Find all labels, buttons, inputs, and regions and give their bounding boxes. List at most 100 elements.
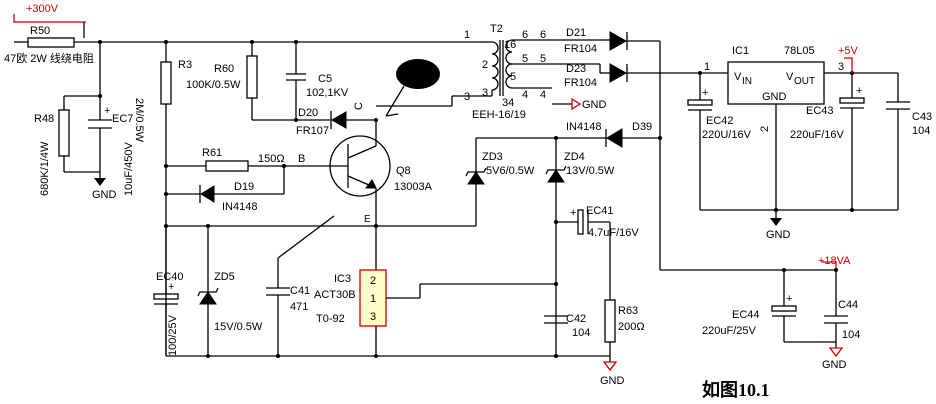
supply-300v-label: +300V — [26, 3, 59, 15]
gnd-18va-label: GND — [822, 359, 847, 371]
t2-pin-6a: 6 — [522, 29, 528, 41]
r61-value: 150Ω — [258, 153, 285, 165]
ic1-part: 78L05 — [784, 45, 815, 57]
t2-pin-1: 1 — [464, 29, 470, 41]
figure-caption: 如图10.1 — [702, 379, 770, 400]
capacitor-c42: C42 104 — [544, 313, 590, 339]
resistor-r60: R60 100K/0.5W — [186, 42, 330, 121]
c42-value: 104 — [572, 327, 590, 339]
t2-pin-5c: 5 — [540, 53, 546, 65]
ec40-label: EC40 — [156, 271, 184, 283]
t2-pin-5: 5 — [510, 71, 516, 83]
c5-value: 102,1KV — [306, 87, 349, 99]
ic3-package: T0-92 — [316, 313, 345, 325]
ec42-label: EC42 — [706, 115, 734, 127]
ec7-value: 10uF/450V — [123, 142, 135, 196]
ec43-plus: + — [856, 85, 862, 97]
d19-value: IN4148 — [222, 201, 257, 213]
c44-value: 104 — [842, 329, 860, 341]
ec41-plus: + — [570, 207, 576, 219]
t2-pin-34: 34 — [502, 97, 514, 109]
ic3-pin1: 1 — [370, 293, 376, 305]
transformer-t2: 1 2 3 3 T2 16 5 34 6 6 5 5 4 4 EEH-16/19 — [376, 23, 600, 121]
diode-d21: D21 FR104 — [564, 27, 660, 55]
ic1-pin2: 2 — [759, 126, 771, 132]
t2-pin-3: 3 — [464, 91, 470, 103]
zd5-value: 15V/0.5W — [214, 321, 263, 333]
ic1-gnd: GND — [762, 91, 787, 103]
capacitor-ec43: + EC43 220uF/16V — [790, 73, 865, 210]
capacitor-ec7: + EC7 10uF/450V GND — [88, 96, 135, 201]
ec40-value: 100/25V — [167, 314, 179, 356]
ec40-plus: + — [168, 281, 174, 293]
node-e-label: E — [364, 214, 371, 225]
supply-18va-label: +18VA — [818, 255, 851, 267]
ec7-gnd-label: GND — [92, 189, 117, 201]
c42-label: C42 — [566, 313, 586, 325]
zd3-label: ZD3 — [482, 151, 503, 163]
zd5-label: ZD5 — [214, 271, 235, 283]
d20-value: FR107 — [296, 125, 329, 137]
t2-label: T2 — [490, 23, 503, 35]
t2-gnd-label: GND — [582, 99, 607, 111]
r60-label: R60 — [214, 63, 234, 75]
ic1-pin1: 1 — [704, 61, 710, 73]
capacitor-c44: C44 104 — [824, 270, 860, 342]
diode-d20: D20 FR107 — [296, 107, 376, 137]
ic1-label: IC1 — [732, 45, 749, 57]
ic3-act30b: IC3 ACT30B T0-92 2 1 3 — [314, 226, 556, 356]
transistor-q8: Q8 13003A — [329, 120, 433, 226]
r50-label: R50 — [30, 25, 50, 37]
ec43-label: EC43 — [806, 105, 834, 117]
zener-zd3: ZD3 5V6/0.5W — [465, 137, 556, 226]
diode-d23: D23 FR104 — [564, 63, 728, 89]
q8-label: Q8 — [396, 165, 411, 177]
supply-5v-label: +5V — [838, 45, 859, 57]
c5-label: C5 — [318, 73, 332, 85]
zd4-value: 13V/0.5W — [566, 165, 615, 177]
supply-18va: +18VA — [818, 255, 851, 270]
t2-pin-4b: 4 — [540, 89, 546, 101]
regulator-ic1: IC1 78L05 V IN V OUT GND 1 3 2 — [704, 45, 898, 210]
t2-pin-6b: 6 — [540, 29, 546, 41]
ec41-value: 4.7uF/16V — [588, 227, 639, 239]
d23-value: FR104 — [564, 77, 597, 89]
ic3-label: IC3 — [334, 273, 351, 285]
c41-value: 471 — [290, 301, 308, 313]
t2-pin-4a: 4 — [522, 89, 528, 101]
ic1-vin-sub: IN — [742, 76, 752, 87]
t2-pin-16: 16 — [504, 39, 516, 51]
t2-pin-5b: 5 — [522, 53, 528, 65]
r3-value: 2M/0.5W — [133, 98, 145, 143]
capacitor-ec40: + EC40 100/25V — [153, 226, 184, 356]
c44-label: C44 — [838, 299, 858, 311]
capacitor-c41: C41 471 — [266, 215, 335, 356]
node-b-label: B — [298, 153, 305, 165]
r60-value: 100K/0.5W — [186, 79, 241, 91]
t2-part: EEH-16/19 — [472, 109, 526, 121]
ec44-plus: + — [786, 293, 792, 305]
r63-label: R63 — [618, 305, 638, 317]
q8-value: 13003A — [394, 181, 433, 193]
resistor-r48: R48 680K/1/4W — [34, 42, 101, 196]
ec41-label: EC41 — [586, 205, 614, 217]
r63-value: 200Ω — [618, 321, 645, 333]
resistor-r50: R50 47欧 2W 线绕电阻 — [4, 22, 480, 65]
ec7-label: EC7 — [112, 113, 133, 125]
r50-value: 47欧 2W 线绕电阻 — [4, 51, 94, 65]
capacitor-ec41: + EC41 4.7uF/16V — [556, 205, 639, 300]
ec42-plus: + — [702, 87, 708, 99]
ic1-gnd-label: GND — [766, 229, 791, 241]
t2-pin-2: 2 — [482, 59, 488, 71]
diode-d19: D19 IN4148 — [166, 166, 285, 213]
d23-label: D23 — [566, 63, 586, 75]
ec44-value: 220uF/25V — [702, 325, 756, 337]
ic1-gnd-symbol: GND — [766, 210, 791, 241]
capacitor-c5: C5 102,1KV — [286, 42, 349, 120]
t2-pin-3-right: 3 — [482, 87, 488, 99]
marker-a-label: A — [411, 64, 424, 84]
ec44-label: EC44 — [732, 309, 760, 321]
d20-label: D20 — [298, 107, 318, 119]
resistor-r3: R3 2M/0.5W — [133, 42, 192, 356]
